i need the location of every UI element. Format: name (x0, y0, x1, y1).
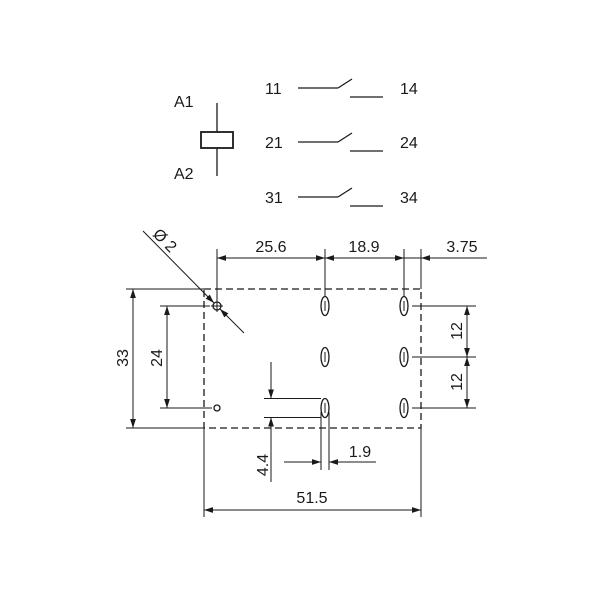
slot-outline (399, 295, 409, 317)
contact-blade (337, 187, 353, 198)
contact-common-label: 21 (265, 135, 283, 152)
pin-slot (399, 295, 409, 317)
slot-outline (399, 346, 409, 368)
dimension-pin-row-to-edge: 3.75 (404, 239, 487, 261)
slot-outline (399, 397, 409, 419)
leader-line (219, 308, 245, 334)
coil-terminal-a1-label: A1 (174, 94, 194, 111)
dimension-slot-length: 4.4 (255, 362, 321, 482)
mounting-hole-top (211, 300, 223, 312)
dimension-value-lower: 12 (449, 373, 466, 391)
dimension-hole-diameter: Ø 2 (142, 226, 245, 334)
contact-blade (337, 132, 353, 143)
leader-line (142, 230, 215, 304)
dimension-hole-to-pin-row: 25.6 (217, 239, 325, 261)
dimension-value: 1.9 (349, 444, 371, 461)
dimension-pin-row-pitch: 18.9 (325, 239, 404, 261)
dimension-value: 3.75 (446, 239, 477, 256)
contact-21-24: 21 24 (265, 132, 418, 152)
dimension-value: Ø 2 (149, 226, 179, 256)
top-extension-lines (216, 249, 422, 300)
pin-slot (320, 346, 330, 368)
dimension-slot-width: 1.9 (284, 412, 376, 470)
contact-common-label: 11 (265, 81, 282, 98)
pin-slot (399, 346, 409, 368)
mounting-hole-bottom (213, 404, 221, 412)
pin-slot (320, 397, 330, 419)
contact-normally-open-label: 14 (400, 81, 418, 98)
dimension-hole-spacing: 24 (149, 305, 212, 409)
contact-31-34: 31 34 (265, 187, 418, 207)
pcb-footprint (203, 288, 422, 429)
dimension-value: 51.5 (296, 490, 327, 507)
contact-normally-open-label: 34 (400, 190, 418, 207)
relay-outline (203, 288, 422, 429)
dimension-value: 18.9 (348, 239, 379, 256)
contact-common-label: 31 (265, 190, 283, 207)
dimension-overall-width: 51.5 (203, 428, 422, 517)
contact-blade (337, 78, 353, 89)
pin-slot (320, 295, 330, 317)
dimension-value: 25.6 (255, 239, 286, 256)
contact-normally-open-label: 24 (400, 135, 418, 152)
dimension-pin-pitch: 12 12 (412, 305, 476, 409)
slot-outline (320, 346, 330, 368)
coil-terminal-a2-label: A2 (174, 166, 194, 183)
slot-outline (320, 295, 330, 317)
contact-11-14: 11 14 (265, 78, 418, 98)
coil-body (200, 131, 234, 149)
coil-symbol: A1 A2 (174, 94, 234, 183)
dimension-value: 24 (149, 349, 166, 367)
dimension-value: 4.4 (255, 454, 272, 476)
dimension-overall-height: 33 (115, 288, 204, 429)
dimension-value-upper: 12 (449, 322, 466, 340)
dimension-value: 33 (115, 349, 132, 367)
pin-slot (399, 397, 409, 419)
slot-outline (320, 397, 330, 419)
